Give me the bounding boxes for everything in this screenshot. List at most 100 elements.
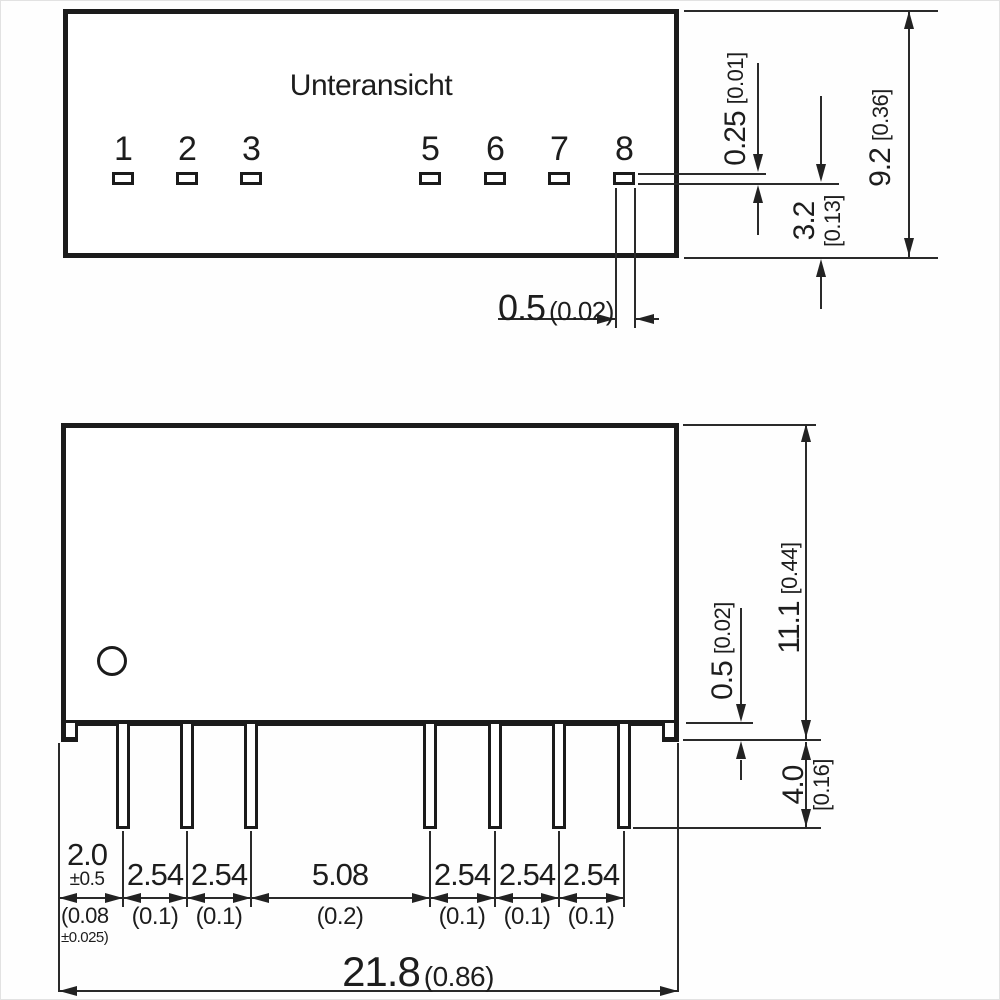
pin-6	[488, 724, 502, 829]
standoff-foot-left	[61, 723, 78, 742]
ext-line-pin2	[186, 831, 188, 907]
dim-line-standoff-lower	[740, 760, 742, 780]
dim-label-overall-width: 21.8 (0.86)	[342, 948, 494, 995]
pin-label-6: 6	[486, 130, 505, 168]
ext-line-pad8-right	[634, 188, 636, 328]
package-body-side-view	[61, 423, 679, 726]
arrow-left-icon	[59, 893, 77, 903]
ext-line-pin3	[250, 831, 252, 907]
dim-label-pitch-6-inch: (0.1)	[567, 903, 615, 930]
pin-3	[244, 724, 258, 829]
dim-label-pitch-5-inch: (0.1)	[503, 903, 551, 930]
arrow-left-icon	[559, 893, 577, 903]
dim-label-edge-offset: 2.0	[66, 837, 108, 872]
pad-2	[176, 172, 198, 185]
arrow-right-icon	[597, 314, 615, 324]
ext-line-body-top	[683, 424, 816, 426]
dim-label-pitch-3: 5.08	[311, 857, 369, 892]
arrow-down-icon	[801, 720, 811, 738]
dim-label-side-height: 11.1 [0.44]	[773, 542, 806, 654]
ext-line-pin6	[494, 831, 496, 907]
dim-line-4-0	[805, 742, 807, 828]
pin-7	[552, 724, 566, 829]
dim-label-pitch-4-inch: (0.1)	[438, 903, 486, 930]
pin-label-1: 1	[114, 130, 133, 168]
dim-line-3-2-lower	[820, 277, 822, 309]
dim-line-standoff-upper	[740, 608, 742, 704]
arrow-down-icon	[904, 238, 914, 256]
ext-line-body-right	[677, 743, 679, 992]
view-title: Unteransicht	[289, 69, 453, 102]
arrow-down-icon	[801, 809, 811, 827]
ext-line-foot-bottom	[683, 739, 821, 741]
pad-6	[484, 172, 506, 185]
dim-label-body-height: 9.2 [0.36]	[864, 89, 897, 187]
dim-label-pitch-2-inch: (0.1)	[195, 903, 243, 930]
dim-label-pitch-4: 2.54	[433, 857, 491, 892]
ext-line-pin1	[122, 831, 124, 907]
dim-label-pitch-3-inch: (0.2)	[316, 903, 364, 930]
ext-line-body-top	[684, 10, 938, 12]
ext-line-pin-tips	[633, 827, 821, 829]
pin-5	[423, 724, 437, 829]
ext-line-shoulder	[686, 722, 753, 724]
ext-line-pad8-left	[615, 188, 617, 328]
ext-line-pin8	[623, 831, 625, 907]
arrow-left-icon	[636, 314, 654, 324]
arrow-right-icon	[477, 893, 495, 903]
arrow-left-icon	[251, 893, 269, 903]
arrow-left-icon	[495, 893, 513, 903]
dim-label-edge-offset-inch2: ±0.025)	[61, 929, 109, 946]
pin1-marker-circle	[97, 646, 127, 676]
dim-label-pitch-2: 2.54	[190, 857, 248, 892]
pad-5	[419, 172, 441, 185]
ext-line-pin5	[429, 831, 431, 907]
arrow-up-icon	[801, 424, 811, 442]
ext-line-pad8-bottom	[638, 183, 839, 185]
pad-8	[613, 172, 635, 185]
dim-label-standoff: 0.5 [0.02]	[706, 602, 739, 700]
arrow-down-icon	[736, 704, 746, 722]
arrow-up-icon	[753, 185, 763, 203]
pad-7	[548, 172, 570, 185]
dim-line-pitch	[59, 897, 624, 899]
arrow-up-icon	[904, 11, 914, 29]
dim-label-edge-offset-tol: ±0.5	[69, 869, 105, 890]
arrow-right-icon	[660, 986, 678, 996]
pin-label-7: 7	[550, 130, 569, 168]
dim-line-0-25-lower	[757, 203, 759, 235]
dim-line-9-2	[908, 12, 910, 257]
dim-label-pad-to-edge: 3.2 [0.13]	[788, 194, 845, 248]
arrow-up-icon	[801, 742, 811, 760]
arrow-up-icon	[736, 741, 746, 759]
ext-line-body-bottom	[684, 257, 938, 259]
dim-label-edge-offset-inch1: (0.08	[61, 903, 109, 928]
arrow-right-icon	[233, 893, 251, 903]
ext-line-pin7	[558, 831, 560, 907]
arrow-right-icon	[169, 893, 187, 903]
dim-line-overall	[59, 990, 678, 992]
dim-line-0-25-upper	[757, 63, 759, 155]
pad-1	[112, 172, 134, 185]
pin-1	[116, 724, 130, 829]
dim-line-11-1	[805, 426, 807, 739]
ext-line-pad8-top	[638, 173, 766, 175]
arrow-left-icon	[59, 986, 77, 996]
dim-label-pad-height: 0.25 [0.01]	[719, 52, 752, 166]
pin-label-5: 5	[421, 130, 440, 168]
dim-label-pitch-5: 2.54	[498, 857, 556, 892]
pin-8	[617, 724, 631, 829]
arrow-left-icon	[187, 893, 205, 903]
arrow-right-icon	[541, 893, 559, 903]
arrow-left-icon	[123, 893, 141, 903]
dim-line-0-5-left	[498, 318, 615, 320]
arrow-right-icon	[606, 893, 624, 903]
pin-label-2: 2	[178, 130, 197, 168]
dim-label-pin-length: 4.0 [0.16]	[777, 758, 834, 812]
dim-label-pitch-1: 2.54	[126, 857, 184, 892]
arrow-right-icon	[105, 893, 123, 903]
standoff-foot-right	[662, 723, 679, 742]
package-body-bottom-view	[63, 9, 679, 258]
arrow-up-icon	[816, 259, 826, 277]
